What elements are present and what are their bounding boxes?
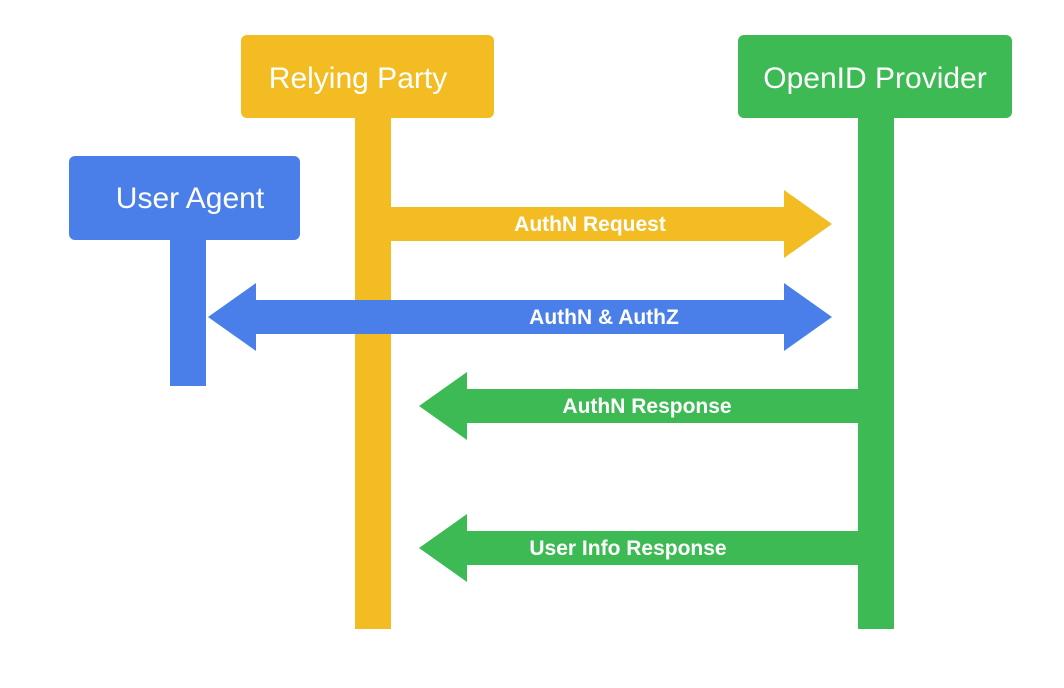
authn-authz-arrow bbox=[208, 283, 832, 351]
relying-party-box bbox=[241, 35, 494, 118]
relying-party-lifeline bbox=[355, 112, 391, 629]
openid-provider-box bbox=[738, 35, 1012, 118]
authn-response-arrow bbox=[419, 372, 858, 440]
user-agent-box bbox=[69, 156, 300, 240]
user-agent-label: User Agent bbox=[116, 182, 265, 215]
openid-provider-label: OpenID Provider bbox=[763, 62, 986, 95]
openid-provider-lifeline bbox=[858, 112, 894, 629]
authn-authz-label: AuthN & AuthZ bbox=[529, 306, 679, 329]
authn-response-label: AuthN Response bbox=[562, 395, 731, 418]
user-agent-lifeline bbox=[170, 236, 206, 386]
user-info-response-label: User Info Response bbox=[529, 537, 726, 560]
user-info-response-arrow bbox=[419, 514, 858, 582]
authn-request-label: AuthN Request bbox=[514, 213, 666, 236]
authn-request-arrow bbox=[391, 190, 832, 258]
relying-party-label: Relying Party bbox=[269, 62, 447, 95]
